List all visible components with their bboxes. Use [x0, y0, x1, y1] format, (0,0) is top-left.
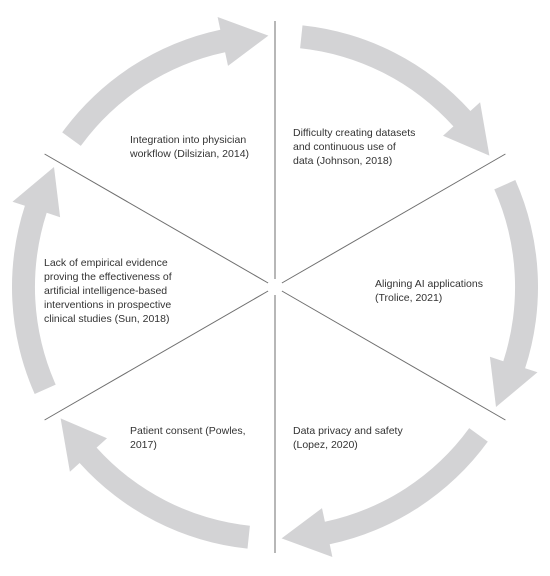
- label-dataset-difficulty: Difficulty creating datasets and continu…: [293, 127, 416, 167]
- segment-dividers: [44, 21, 506, 553]
- label-empirical-evidence: Lack of empirical evidence proving the e…: [44, 257, 172, 325]
- label-data-privacy: Data privacy and safety (Lopez, 2020): [293, 425, 403, 451]
- arrow-privacy-to-consent: [60, 418, 250, 549]
- divider-line: [44, 153, 269, 284]
- divider-line: [281, 153, 506, 284]
- arrow-datasets-to-aligning: [489, 180, 539, 407]
- divider-line: [44, 290, 269, 421]
- arrow-workflow-to-datasets: [300, 25, 490, 156]
- cycle-arrows: [11, 17, 539, 557]
- label-aligning-ai: Aligning AI applications (Trolice, 2021): [375, 278, 483, 304]
- arrow-evidence-to-workflow: [62, 17, 269, 146]
- divider-line: [281, 290, 506, 421]
- label-patient-consent: Patient consent (Powles, 2017): [130, 425, 246, 451]
- arrow-consent-to-evidence: [11, 167, 61, 394]
- arrow-aligning-to-privacy: [281, 428, 488, 557]
- label-physician-workflow: Integration into physician workflow (Dil…: [130, 134, 250, 160]
